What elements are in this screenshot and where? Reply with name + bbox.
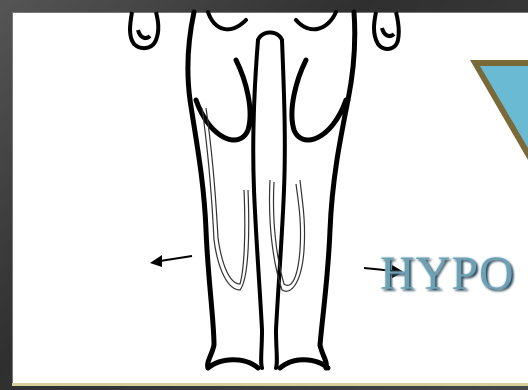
left-arrow-icon: [150, 255, 192, 267]
right-hand-icon: [374, 12, 399, 49]
decorative-triangle: [470, 60, 528, 160]
legs-outline: [188, 12, 355, 368]
slide-bottom-rule: [12, 383, 528, 386]
left-hand-icon: [130, 12, 158, 48]
slide-title: HYPO: [380, 246, 528, 301]
